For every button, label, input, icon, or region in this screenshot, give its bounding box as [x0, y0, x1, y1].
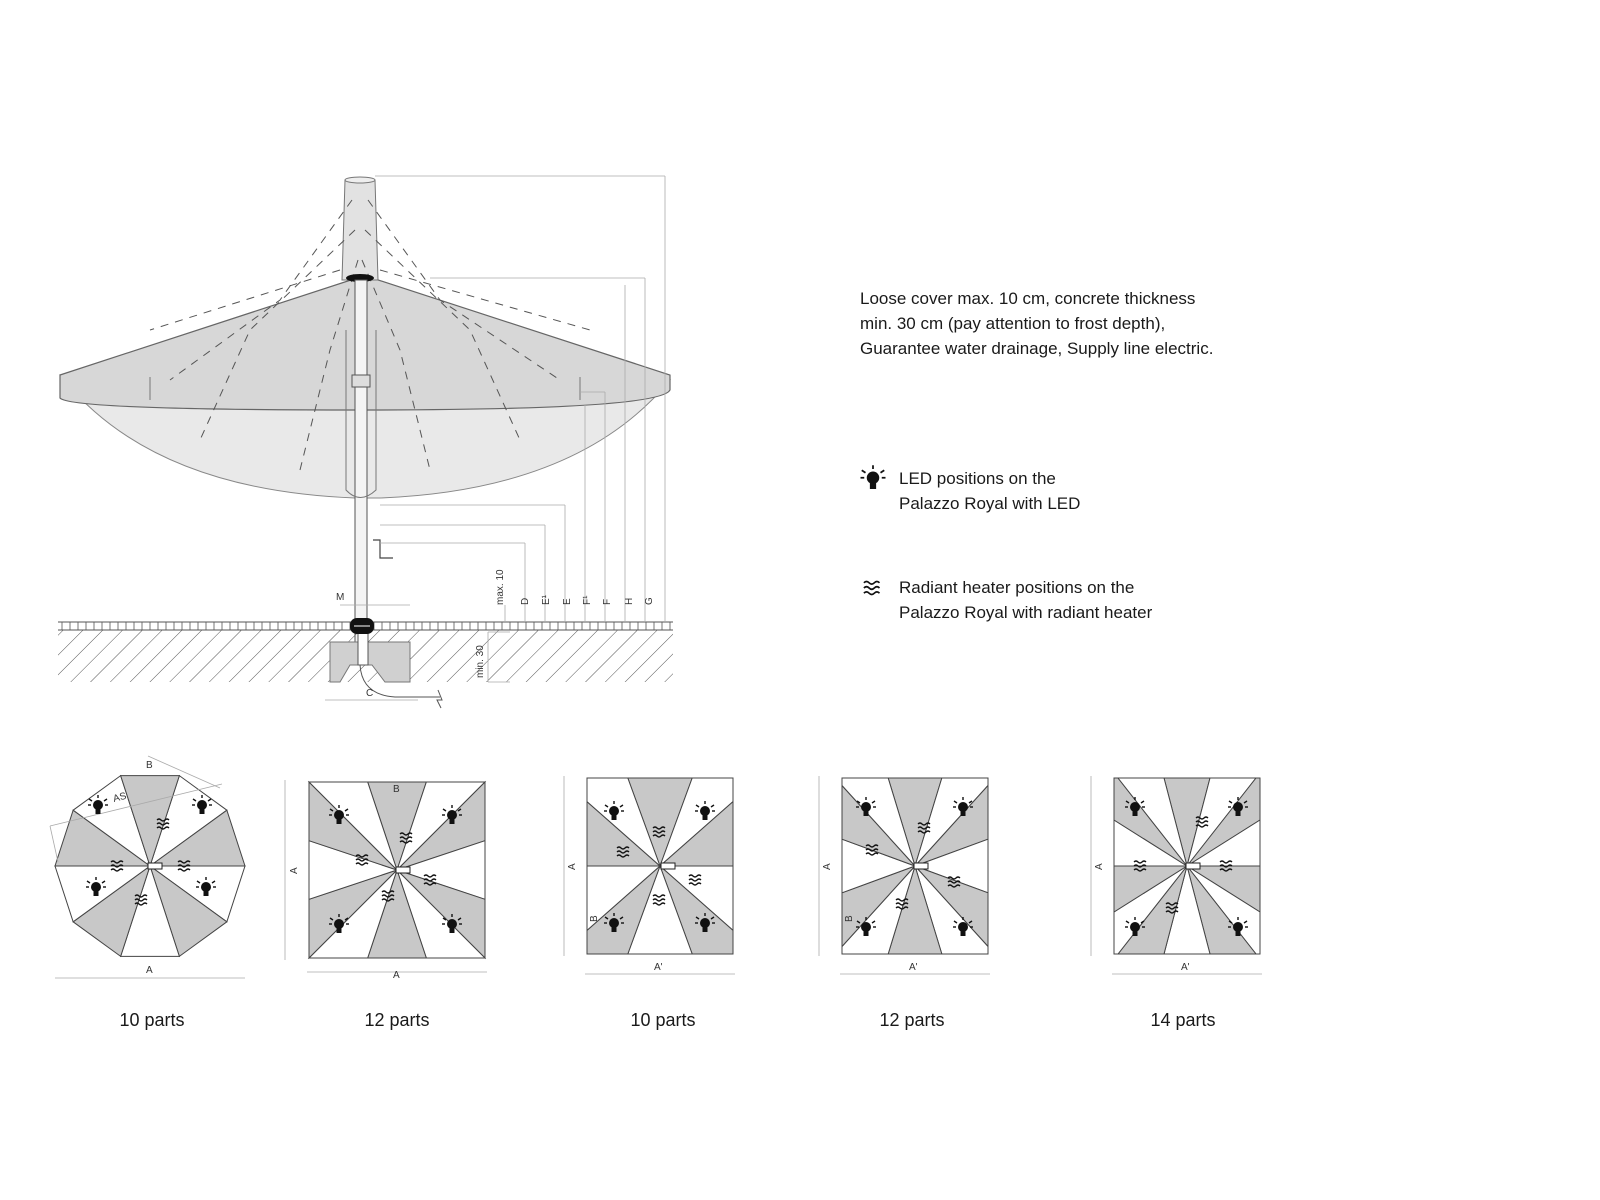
- legend-heater-line: Radiant heater positions on the: [899, 578, 1135, 597]
- top-view-round-10: A B AS: [49, 755, 246, 979]
- caption-square-12: 12 parts: [364, 1010, 430, 1030]
- caption-rect-12: 12 parts: [879, 1010, 945, 1030]
- umbrella-side-view: M C min. 30 max. 10 D E¹ E F¹ F H G: [58, 175, 673, 709]
- dim-label-min30: min. 30: [475, 645, 486, 678]
- dim-label-side: A: [289, 867, 300, 874]
- lightbulb-icon: [859, 464, 887, 490]
- caption-round-10: 10 parts: [119, 1010, 185, 1030]
- dim-label-b: B: [393, 784, 400, 795]
- legend-led-line: Palazzo Royal with LED: [899, 494, 1081, 513]
- mast: [354, 279, 368, 643]
- top-view-rect-12: A' A B: [818, 776, 990, 975]
- note-line: min. 30 cm (pay attention to frost depth…: [860, 314, 1166, 333]
- dim-label: E¹: [541, 594, 552, 605]
- top-view-square-12: A B A: [284, 780, 487, 981]
- dim-label-m: M: [336, 592, 344, 603]
- note-line: Loose cover max. 10 cm, concrete thickne…: [860, 289, 1196, 308]
- dim-label-b: B: [146, 760, 153, 771]
- dim-label: E: [562, 598, 573, 605]
- canopy-panel: [307, 781, 398, 871]
- dim-label-c: C: [366, 688, 373, 699]
- caption-rect-10: 10 parts: [630, 1010, 696, 1030]
- dim-label: F¹: [582, 595, 593, 605]
- dim-label-b: B: [589, 915, 600, 922]
- dim-label: D: [520, 598, 531, 605]
- dim-label-a-prime: A': [654, 962, 663, 973]
- dim-label: max. 10: [495, 569, 506, 605]
- dim-label-a-prime: A': [1181, 962, 1190, 973]
- dim-label-side: A: [822, 863, 833, 870]
- installation-note: Loose cover max. 10 cm, concrete thickne…: [860, 286, 1213, 361]
- legend-heater-line: Palazzo Royal with radiant heater: [899, 603, 1153, 622]
- dim-label-a: A: [146, 965, 153, 976]
- canopy-panel: [586, 777, 661, 867]
- mast-sleeve: [341, 179, 379, 281]
- dim-label-a-prime: A': [909, 962, 918, 973]
- caption-rect-14: 14 parts: [1150, 1010, 1216, 1030]
- dim-label-as: AS: [112, 791, 128, 805]
- top-view-rect-10: A' A B: [563, 776, 735, 975]
- foundation: [329, 641, 411, 683]
- dim-label-a: A: [393, 970, 400, 981]
- dim-label: G: [644, 597, 655, 605]
- note-line: Guarantee water drainage, Supply line el…: [860, 339, 1214, 358]
- dim-label-side: A: [1094, 863, 1105, 870]
- heat-waves-icon: [863, 580, 881, 596]
- dim-label: F: [602, 599, 613, 605]
- dim-label: H: [624, 598, 635, 605]
- dim-label-b: B: [844, 915, 855, 922]
- dim-label-side: A: [567, 863, 578, 870]
- top-view-rect-14: A' A: [1090, 776, 1262, 975]
- legend-heater: Radiant heater positions on the Palazzo …: [855, 575, 1152, 625]
- legend-led: LED positions on the Palazzo Royal with …: [855, 464, 1081, 516]
- legend-led-line: LED positions on the: [899, 469, 1056, 488]
